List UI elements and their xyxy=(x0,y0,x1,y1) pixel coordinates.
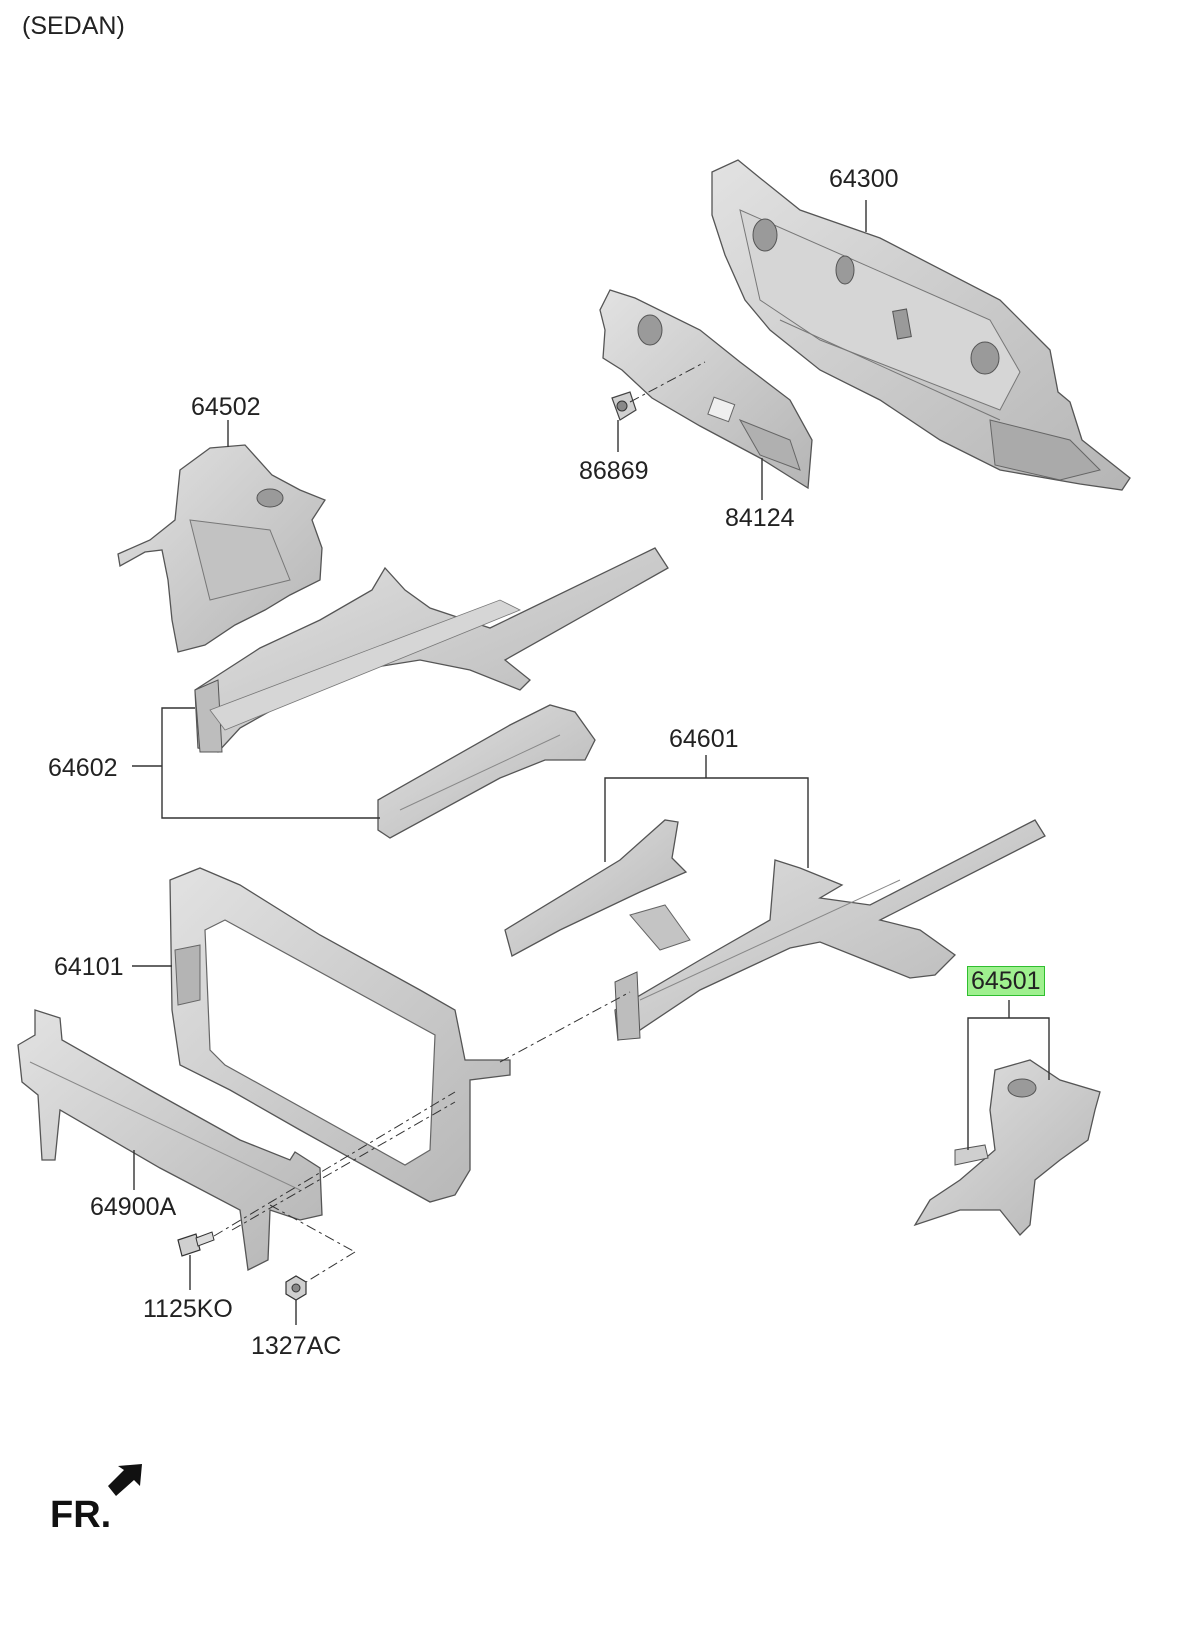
part-clip[interactable] xyxy=(611,391,637,421)
part-dash-panel[interactable] xyxy=(711,159,1131,491)
clip-guide-line xyxy=(629,361,706,403)
assembly-lines xyxy=(213,991,631,1283)
part-radiator-support[interactable] xyxy=(169,867,511,1203)
front-direction-label: FR. xyxy=(50,1494,112,1536)
part-bolt[interactable] xyxy=(177,1231,215,1257)
part-front-side-member-lh[interactable] xyxy=(504,819,1046,1041)
callout-1327AC[interactable]: 1327AC xyxy=(251,1332,342,1360)
callout-64601[interactable]: 64601 xyxy=(669,725,739,753)
callout-64101[interactable]: 64101 xyxy=(54,953,124,981)
callout-64900A[interactable]: 64900A xyxy=(90,1193,177,1221)
callout-1125KO[interactable]: 1125KO xyxy=(143,1295,233,1323)
part-nut[interactable] xyxy=(285,1275,307,1301)
leader-lines xyxy=(132,200,1050,1325)
leader-64602-bracket xyxy=(161,707,380,819)
part-wheel-house-rh[interactable] xyxy=(117,444,326,653)
callout-86869[interactable]: 86869 xyxy=(579,457,649,485)
front-arrow-icon xyxy=(108,1464,142,1496)
callout-64502[interactable]: 64502 xyxy=(191,393,261,421)
part-front-side-member-rh[interactable] xyxy=(194,547,669,839)
part-dash-insulator[interactable] xyxy=(599,289,813,490)
part-wheel-house-lh[interactable] xyxy=(913,1059,1101,1236)
callout-64300[interactable]: 64300 xyxy=(829,165,899,193)
variant-label: (SEDAN) xyxy=(22,12,125,40)
callout-64602[interactable]: 64602 xyxy=(48,754,118,782)
part-bumper-beam[interactable] xyxy=(17,1009,323,1271)
callout-84124[interactable]: 84124 xyxy=(725,504,795,532)
callout-64501[interactable]: 64501 xyxy=(967,966,1045,996)
